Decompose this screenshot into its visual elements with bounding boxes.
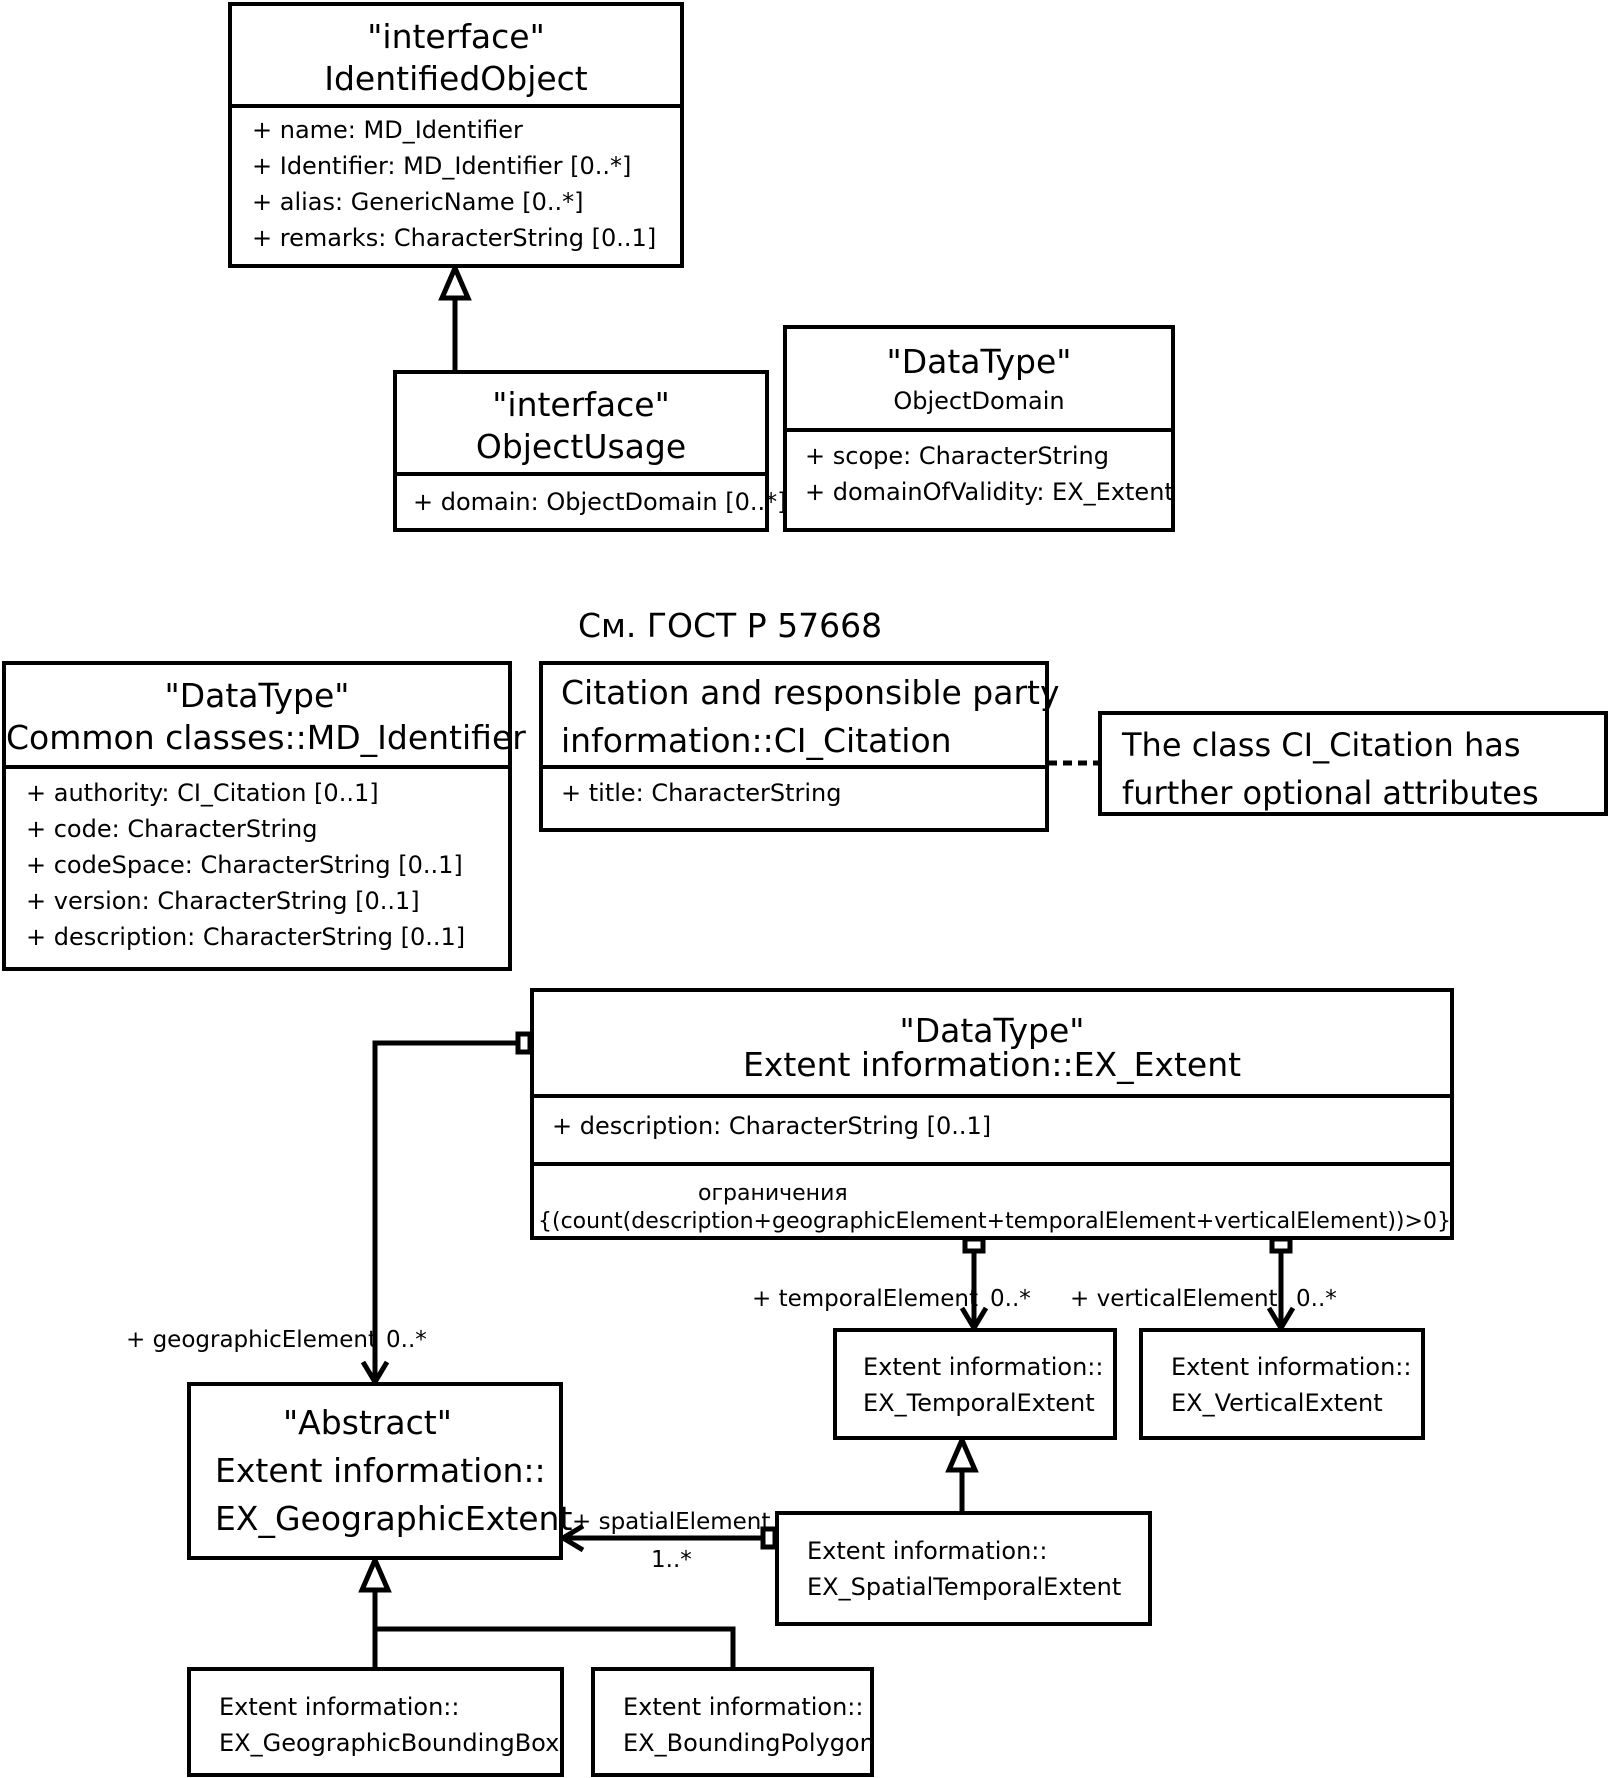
attribute: + codeSpace: CharacterString [0..1] [26,851,463,879]
attribute: + description: CharacterString [0..1] [552,1112,992,1140]
class-name-line: Extent information:: [215,1451,546,1490]
class-header: "interface" ObjectUsage [397,374,765,476]
class-name: Common classes::MD_Identifier [6,718,526,757]
class-name: Extent information::EX_Extent [742,1045,1242,1084]
class-ex-bounding-polygon: Extent information:: EX_BoundingPolygon [591,1667,875,1777]
class-name-line: EX_SpatialTemporalExtent [807,1573,1122,1601]
attribute: + domainOfValidity: EX_Extent [805,478,1174,506]
class-name-line: EX_VerticalExtent [1171,1389,1383,1417]
class-header: "DataType" Common classes::MD_Identifier [6,665,526,769]
note-text: The class CI_Citation has [1122,726,1521,764]
association-geographic [372,1040,521,1382]
class-name-line: information::CI_Citation [561,721,952,760]
class-ex-spatial-temporal-extent: Extent information:: EX_SpatialTemporalE… [775,1511,1152,1626]
aggregation-end-geographic [515,1031,533,1055]
attribute-list: + authority: CI_Citation [0..1] + code: … [6,769,508,955]
class-ex-temporal-extent: Extent information:: EX_TemporalExtent [833,1328,1117,1440]
class-ex-geographic-bounding-box: Extent information:: EX_GeographicBoundi… [187,1667,564,1777]
class-name-line: Citation and responsible party [561,673,1060,712]
class-ci-citation: Citation and responsible party informati… [539,661,1060,832]
attribute: + scope: CharacterString [805,442,1109,470]
attribute: + version: CharacterString [0..1] [26,887,420,915]
attribute-list: + name: MD_Identifier + Identifier: MD_I… [232,108,680,256]
class-name: IdentifiedObject [324,59,588,98]
class-object-usage: "interface" ObjectUsage + domain: Object… [393,370,787,532]
note-text: further optional attributes [1122,774,1539,812]
multiplicity-spatial: 1..* [651,1547,692,1573]
attribute: + title: CharacterString [561,779,842,807]
multiplicity-vertical: 0..* [1296,1286,1337,1312]
generalization-tree-geographic-subtypes [372,1626,736,1667]
class-name-line: EX_GeographicBoundingBox [219,1729,560,1757]
stereotype: "DataType" [899,1011,1085,1050]
attribute: + domain: ObjectDomain [0..*] [413,488,787,516]
class-header: "interface" IdentifiedObject [232,6,680,108]
constraint-title: ограничения [698,1181,848,1206]
class-name-line: EX_TemporalExtent [863,1389,1095,1417]
class-name-line: EX_GeographicExtent [215,1499,573,1538]
role-label-temporal: + temporalElement [752,1286,978,1312]
reference-label: См. ГОСТ Р 57668 [578,606,883,645]
class-header: "DataType" ObjectDomain [787,329,1171,432]
aggregation-end-temporal [962,1236,986,1254]
class-ex-vertical-extent: Extent information:: EX_VerticalExtent [1139,1328,1425,1440]
stereotype: "interface" [367,17,545,56]
class-identified-object: "interface" IdentifiedObject + name: MD_… [228,2,684,268]
attribute-list: + scope: CharacterString + domainOfValid… [787,432,1174,510]
multiplicity-temporal: 0..* [990,1286,1031,1312]
class-ex-geographic-extent: "Abstract" Extent information:: EX_Geogr… [187,1382,573,1560]
multiplicity-geographic: 0..* [386,1327,427,1353]
attribute-list: + domain: ObjectDomain [0..*] [397,476,787,520]
generalization-arrowhead [358,1553,392,1593]
class-md-identifier: "DataType" Common classes::MD_Identifier… [2,661,526,971]
class-name-line: Extent information:: [863,1353,1104,1381]
attribute: + remarks: CharacterString [0..1] [252,224,657,252]
class-name-line: Extent information:: [219,1693,460,1721]
aggregation-end-vertical [1269,1236,1293,1254]
class-name: ObjectUsage [475,427,687,466]
attribute: + Identifier: MD_Identifier [0..*] [252,152,632,180]
attribute: + code: CharacterString [26,815,318,843]
attribute: + authority: CI_Citation [0..1] [26,779,379,807]
class-ex-extent: "DataType" Extent information::EX_Extent… [530,988,1454,1240]
constraint-section: ограничения {(count(description+geograph… [534,1162,1451,1236]
stereotype: "Abstract" [283,1403,452,1442]
class-header: "DataType" Extent information::EX_Extent [534,992,1450,1098]
class-name: ObjectDomain [893,387,1065,415]
role-label-vertical: + verticalElement [1070,1286,1278,1312]
class-name-line: EX_BoundingPolygon [623,1729,875,1757]
attribute: + name: MD_Identifier [252,116,523,144]
class-name-line: Extent information:: [1171,1353,1412,1381]
attribute: + alias: GenericName [0..*] [252,188,584,216]
stereotype: "DataType" [886,342,1072,381]
note-ci-citation: The class CI_Citation has further option… [1098,711,1608,816]
arrowhead-spatial [558,1523,585,1553]
attribute: + description: CharacterString [0..1] [26,923,466,951]
role-label-spatial: + spatialElement [572,1509,771,1535]
class-name-line: Extent information:: [623,1693,864,1721]
generalization-arrowhead [438,261,472,301]
stereotype: "interface" [492,385,670,424]
attribute-list: + title: CharacterString [543,769,1045,811]
class-object-domain: "DataType" ObjectDomain + scope: Charact… [783,325,1175,532]
role-label-geographic: + geographicElement [126,1327,377,1353]
class-header: Citation and responsible party informati… [543,665,1060,769]
constraint-expression: {(count(description+geographicElement+te… [538,1209,1451,1234]
stereotype: "DataType" [164,676,350,715]
generalization-arrowhead [945,1433,979,1473]
attribute-list: + description: CharacterString [0..1] [534,1098,1450,1162]
class-name-line: Extent information:: [807,1537,1048,1565]
